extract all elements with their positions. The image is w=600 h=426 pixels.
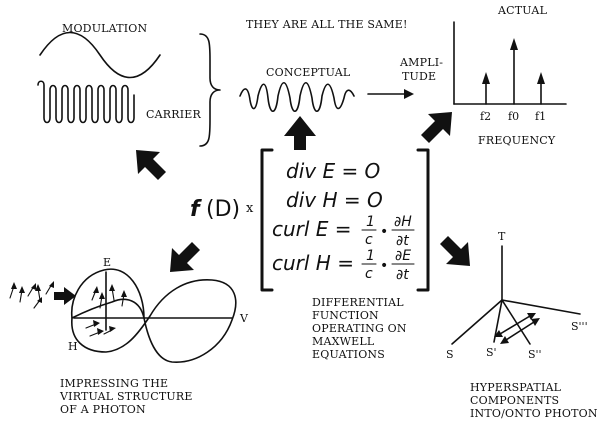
- diff-caption-3: OPERATING ON: [312, 322, 407, 335]
- photon-inner-arrows: [85, 284, 127, 337]
- diff-caption-1: DIFFERENTIAL: [312, 296, 404, 309]
- block-arrow-up-right: [421, 112, 452, 143]
- eq4-frac2-num: ∂E: [395, 248, 411, 264]
- diff-caption-5: EQUATIONS: [312, 348, 385, 361]
- s1-axis: [493, 299, 503, 343]
- tick-f1: f1: [535, 110, 546, 123]
- spike-f0-head: [510, 38, 518, 50]
- tick-f2: f2: [480, 110, 491, 123]
- block-arrow-down-right: [440, 236, 470, 266]
- block-arrow-down-left: [170, 242, 200, 272]
- impress-caption-3: OF A PHOTON: [60, 403, 146, 416]
- eq4-frac1-num: 1: [366, 248, 375, 264]
- tick-f0: f0: [508, 110, 519, 123]
- frequency-label: FREQUENCY: [478, 134, 556, 147]
- block-arrow-up-left: [136, 150, 166, 180]
- block-arrow-up: [284, 116, 316, 150]
- photon-e-label: E: [103, 256, 111, 269]
- eq3-frac2-den: ∂t: [396, 233, 409, 249]
- spike-f2-head: [482, 72, 490, 84]
- carrier-wave: [37, 80, 135, 124]
- photon-input-arrow: [54, 287, 76, 305]
- hyper-s1-label: S': [486, 346, 497, 359]
- s-axis: [451, 299, 503, 345]
- right-bracket: [416, 148, 430, 292]
- arrow-to-actual-head: [404, 89, 414, 99]
- photon-h-label: H: [68, 340, 78, 353]
- amplitude-label-2: TUDE: [402, 70, 436, 83]
- hyper-caption-1: HYPERSPATIAL: [470, 381, 562, 394]
- s2-axis: [501, 299, 531, 345]
- hyper-s2-label: S'': [528, 348, 542, 361]
- incoming-arrows: [9, 281, 54, 309]
- s3-axis: [501, 299, 581, 315]
- eq3-dot: •: [380, 224, 388, 240]
- eq4-frac1-den: c: [365, 266, 373, 282]
- diff-caption-4: MAXWELL: [312, 335, 375, 348]
- equation-div-h: div H = O: [286, 188, 383, 212]
- same-label: THEY ARE ALL THE SAME!: [246, 18, 408, 31]
- diff-caption-2: FUNCTION: [312, 309, 379, 322]
- carrier-label: CARRIER: [146, 108, 201, 121]
- equation-div-e: div E = O: [286, 159, 380, 183]
- left-bracket: [260, 148, 274, 292]
- eq4-frac2-den: ∂t: [396, 267, 409, 283]
- hyper-caption-2: COMPONENTS: [470, 394, 559, 407]
- hyper-s3-label: S''': [571, 320, 588, 333]
- equation-curl-h-lhs: curl H =: [272, 251, 354, 275]
- spike-f1-head: [537, 72, 545, 84]
- photon-v-label: V: [239, 312, 249, 325]
- eq3-frac1-den: c: [365, 232, 373, 248]
- photon-upper-lobe: [70, 268, 145, 319]
- equation-curl-e-lhs: curl E =: [272, 217, 352, 241]
- impress-caption-2: VIRTUAL STRUCTURE: [59, 390, 193, 403]
- hyper-caption-3: INTO/ONTO PHOTON: [470, 407, 598, 420]
- conceptual-wave: [239, 81, 355, 113]
- photon-figure-eight: [71, 279, 237, 363]
- hyper-s-label: S: [446, 348, 454, 361]
- curly-brace: [199, 33, 221, 147]
- modulation-wave: [39, 31, 161, 79]
- amplitude-label-1: AMPLI-: [399, 56, 443, 69]
- eq3-frac2-num: ∂H: [394, 214, 412, 230]
- modulation-label: MODULATION: [62, 22, 148, 35]
- hyper-double-arrows: [494, 313, 540, 344]
- eq3-frac1-num: 1: [366, 214, 375, 230]
- func-f: f: [190, 197, 202, 222]
- eq4-dot: •: [380, 258, 388, 274]
- impress-caption-1: IMPRESSING THE: [60, 377, 168, 390]
- hyper-t-label: T: [498, 230, 506, 243]
- conceptual-label: CONCEPTUAL: [266, 66, 351, 79]
- actual-label: ACTUAL: [497, 4, 548, 17]
- times-sign: x: [246, 201, 254, 216]
- func-d: (D): [206, 197, 240, 222]
